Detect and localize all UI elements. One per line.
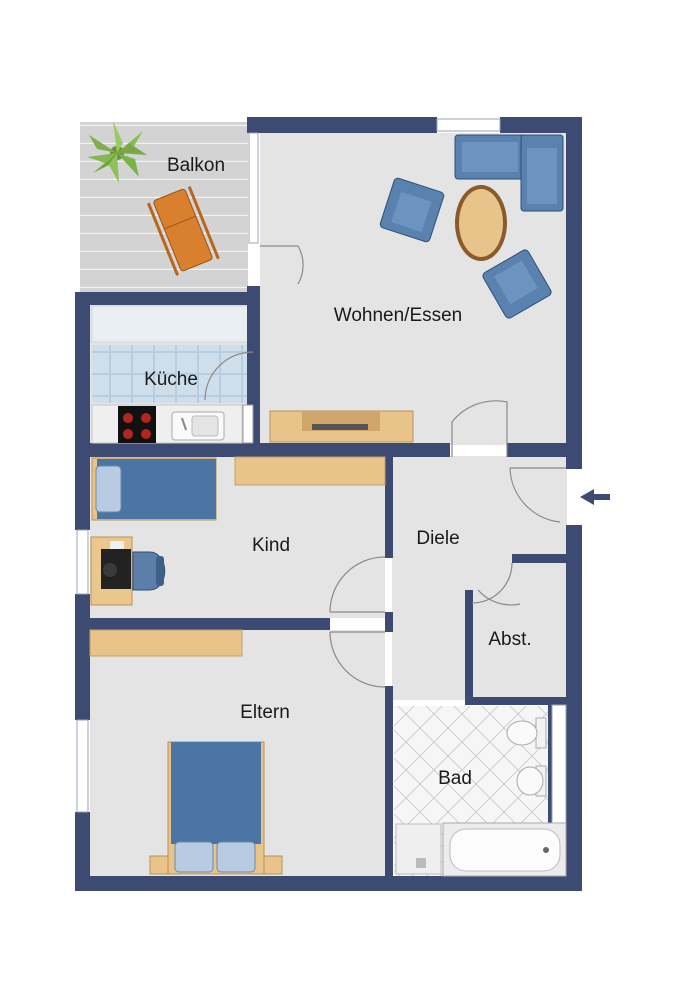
bed-icon (149, 741, 283, 875)
bidet (516, 765, 547, 797)
armchair-icon (482, 249, 552, 319)
wardrobe (89, 629, 243, 657)
room-label-abst: Abst. (488, 629, 531, 650)
toilet-icon (506, 717, 547, 749)
fridge (242, 404, 254, 444)
kitchen-fixtures (91, 404, 254, 444)
bath-fixtures (395, 717, 567, 877)
room-label-bad: Bad (438, 768, 472, 789)
room-label-kueche: Küche (144, 369, 198, 390)
parents-furniture (89, 629, 283, 875)
lounger-icon (146, 185, 220, 276)
room-label-diele: Diele (416, 528, 459, 549)
sofa-icon (454, 134, 564, 212)
wardrobe (234, 456, 386, 486)
room-label-balkon: Balkon (167, 155, 225, 176)
stove-icon (118, 406, 156, 443)
plant-icon (87, 121, 147, 183)
doors (204, 245, 566, 688)
living-furniture (269, 134, 564, 443)
kitchen-backsplash (91, 305, 253, 343)
tv-sideboard (269, 410, 414, 443)
desk (90, 536, 133, 606)
balcony-furniture (87, 121, 220, 276)
room-label-kind: Kind (252, 535, 290, 556)
table-icon (455, 185, 507, 261)
bed-icon (91, 457, 217, 521)
sink-icon (171, 411, 225, 441)
kid-furniture (90, 456, 386, 606)
room-labels: Balkon Wohnen/Essen Küche Kind Diele Abs… (144, 155, 532, 789)
storage-floor (473, 565, 567, 697)
windows (76, 118, 567, 826)
arrow-left-icon (580, 489, 610, 505)
bathtub-icon (442, 822, 567, 877)
washbasin (395, 823, 442, 875)
room-label-eltern: Eltern (240, 702, 290, 723)
room-label-wohnen-essen: Wohnen/Essen (334, 305, 463, 326)
armchair-icon (379, 177, 445, 243)
chair-icon (132, 551, 166, 591)
kitchen-wall-tiles (92, 345, 252, 403)
